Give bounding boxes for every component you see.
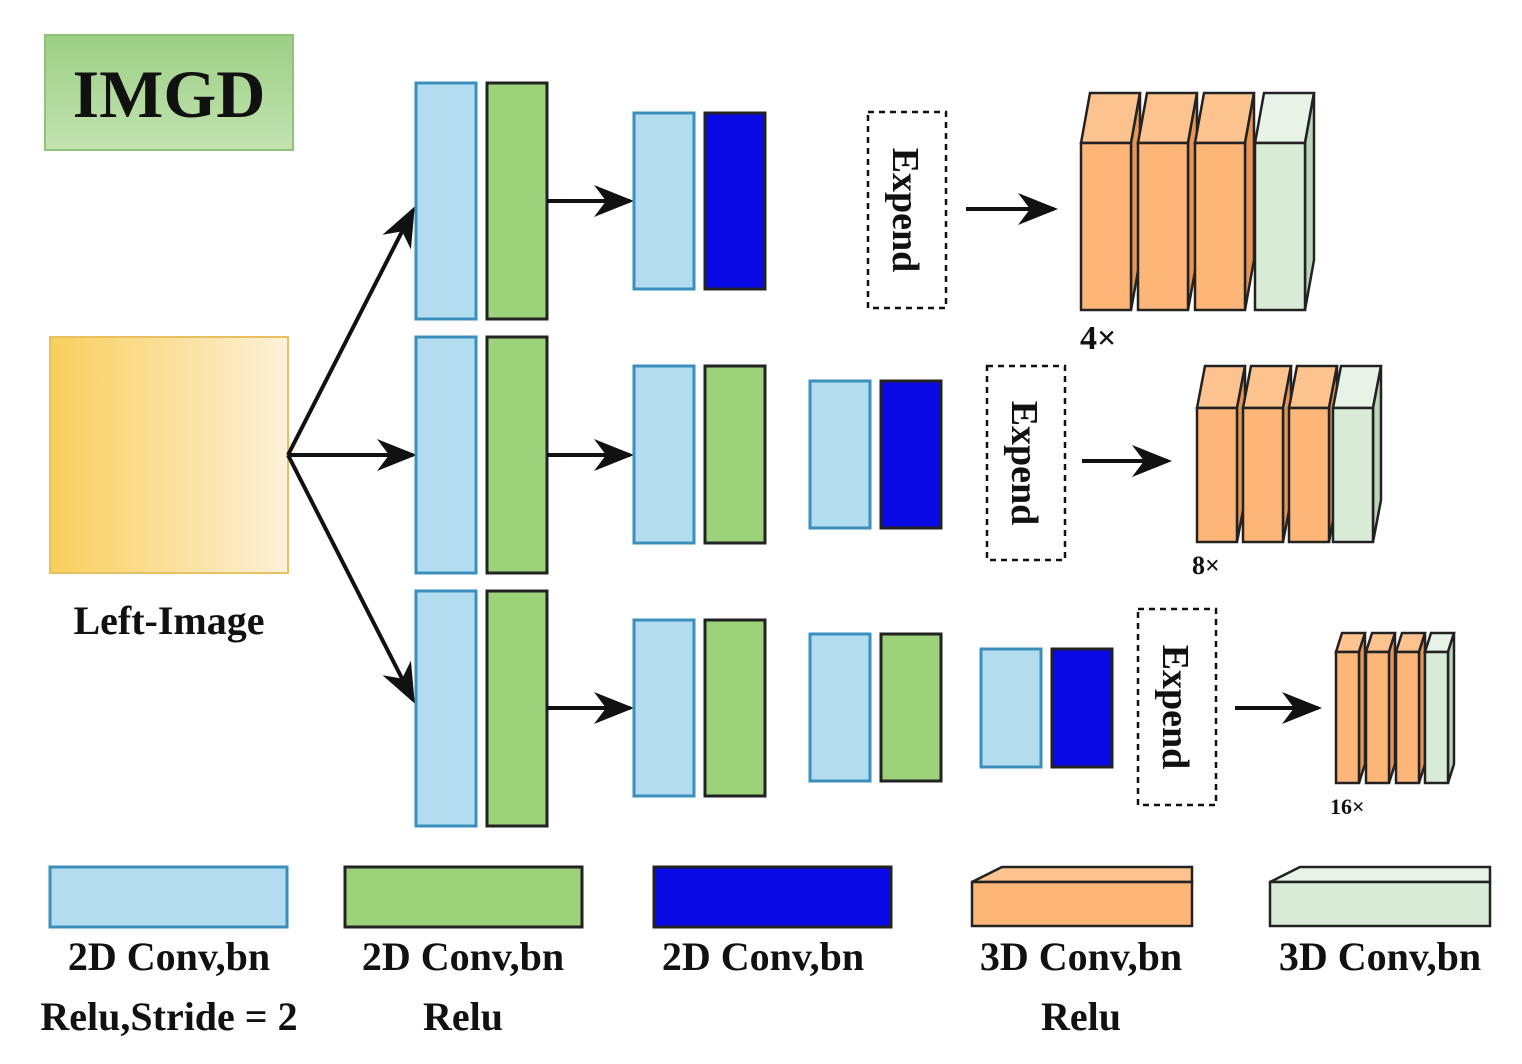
scale-label-4x: 4×	[1080, 320, 1116, 357]
conv-relu-block	[703, 364, 767, 545]
legend-label-line2: Relu	[1041, 994, 1121, 1039]
input-label: Left-Image	[73, 598, 264, 643]
conv-relu-block	[485, 589, 549, 828]
branch-row-3: Expend 16×	[414, 589, 1456, 828]
legend-swatch	[48, 865, 289, 929]
conv-plain-block	[1050, 647, 1114, 769]
expend-box: Expend	[1136, 607, 1218, 807]
legend-swatch	[1268, 880, 1492, 928]
legend-swatch	[970, 880, 1194, 928]
legend-item-conv3d-relu: 3D Conv,bn Relu	[970, 865, 1194, 1039]
input-image: Left-Image	[49, 336, 289, 643]
expend-label: Expend	[1154, 645, 1196, 770]
scale-label-8x: 8×	[1192, 551, 1220, 580]
legend-swatch	[343, 865, 584, 929]
conv-stride-block	[808, 379, 872, 530]
expend-box: Expend	[866, 110, 948, 310]
cost-volume-stack	[1079, 91, 1316, 312]
branch-arrows	[286, 206, 417, 704]
conv-relu-block	[879, 632, 943, 783]
diagram-title: IMGD	[73, 56, 266, 132]
conv-stride-block	[414, 589, 478, 828]
arrow-to-branch-3	[286, 454, 415, 704]
arrow-to-branch-1	[286, 206, 415, 456]
conv-stride-block	[414, 81, 478, 321]
conv-stride-block	[632, 364, 696, 545]
conv-relu-block	[485, 335, 549, 575]
scale-label-16x: 16×	[1330, 794, 1365, 819]
conv-stride-block	[632, 618, 696, 798]
branch-row-1: Expend 4×	[414, 81, 1316, 357]
legend-item-conv3d-plain: 3D Conv,bn	[1268, 865, 1492, 979]
cost-volume-stack	[1195, 364, 1383, 544]
legend-item-conv-plain: 2D Conv,bn	[652, 865, 893, 979]
legend-label-line1: 2D Conv,bn	[662, 934, 864, 979]
legend-label-line2: Relu,Stride = 2	[40, 994, 297, 1039]
conv-plain-block	[879, 379, 943, 530]
legend-item-conv-relu: 2D Conv,bn Relu	[343, 865, 584, 1039]
conv-stride-block	[632, 111, 696, 291]
branch-row-2: Expend 8×	[414, 335, 1383, 580]
conv-relu-block	[485, 81, 549, 321]
legend-swatch	[652, 865, 893, 929]
conv-stride-block	[808, 632, 872, 783]
expend-label: Expend	[884, 148, 926, 273]
expend-box: Expend	[985, 364, 1067, 562]
conv-relu-block	[703, 618, 767, 798]
cost-volume-stack	[1334, 631, 1456, 785]
legend-swatch-top	[971, 865, 1194, 884]
legend-label-line1: 2D Conv,bn	[362, 934, 564, 979]
legend: 2D Conv,bn Relu,Stride = 2 2D Conv,bn Re…	[40, 865, 1492, 1039]
legend-item-conv-stride: 2D Conv,bn Relu,Stride = 2	[40, 865, 298, 1039]
legend-label-line2: Relu	[423, 994, 503, 1039]
legend-swatch-top	[1269, 865, 1492, 884]
conv-stride-block	[979, 647, 1043, 769]
legend-label-line1: 3D Conv,bn	[980, 934, 1182, 979]
title-badge: IMGD	[44, 34, 294, 151]
expend-label: Expend	[1003, 401, 1045, 526]
legend-label-line1: 2D Conv,bn	[68, 934, 270, 979]
conv-stride-block	[414, 335, 478, 575]
conv-plain-block	[703, 111, 767, 291]
legend-label-line1: 3D Conv,bn	[1279, 934, 1481, 979]
